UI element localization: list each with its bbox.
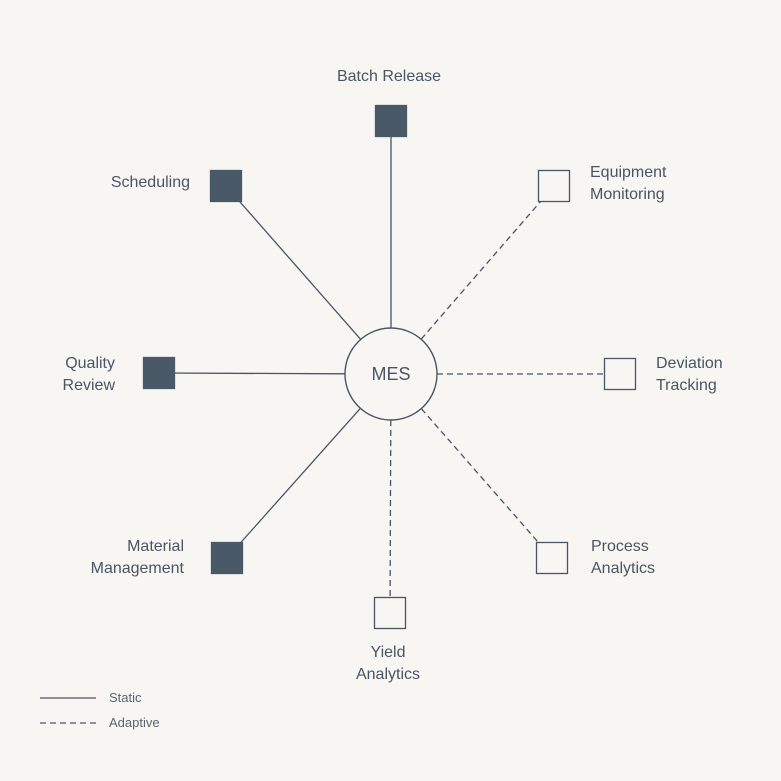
node-label-line: Analytics: [356, 666, 420, 683]
node-deviation-tracking: [603, 357, 637, 391]
node-label-line: Material: [127, 538, 184, 555]
node-equipment-monitoring: [537, 169, 571, 203]
edge-yield-analytics: [389, 419, 392, 614]
edges: [158, 121, 620, 614]
node-material-management: [210, 541, 244, 575]
node-label-line: Equipment: [590, 164, 667, 181]
node-scheduling: [209, 169, 243, 203]
node-label-line: Batch Release: [337, 68, 441, 85]
node-label-line: Deviation: [656, 355, 723, 372]
node-label-line: Management: [91, 560, 185, 577]
node-label-batch-release: Batch Release: [337, 68, 441, 85]
edge-scheduling: [225, 185, 362, 340]
edge-equipment-monitoring: [420, 185, 555, 340]
node-label-line: Monitoring: [590, 186, 665, 203]
node-label-line: Quality: [65, 355, 115, 372]
node-quality-review: [142, 356, 176, 390]
legend-static-label: Static: [109, 690, 142, 705]
node-label-line: Review: [63, 377, 116, 394]
node-process-analytics: [535, 541, 569, 575]
node-label-scheduling: Scheduling: [111, 174, 190, 191]
edge-quality-review: [158, 372, 346, 375]
node-label-line: Yield: [371, 644, 406, 661]
hub-label: MES: [371, 364, 410, 384]
edge-material-management: [226, 407, 361, 559]
node-label-line: Tracking: [656, 377, 717, 394]
node-yield-analytics: [373, 596, 407, 630]
node-batch-release: [374, 104, 408, 138]
hub-node: MES: [344, 327, 438, 421]
node-label-line: Scheduling: [111, 174, 190, 191]
edge-process-analytics: [420, 408, 553, 559]
legend-adaptive-label: Adaptive: [109, 715, 160, 730]
legend: Static Adaptive: [40, 690, 160, 730]
node-label-line: Process: [591, 538, 649, 555]
node-label-line: Analytics: [591, 560, 655, 577]
hub-circle: [344, 327, 438, 421]
